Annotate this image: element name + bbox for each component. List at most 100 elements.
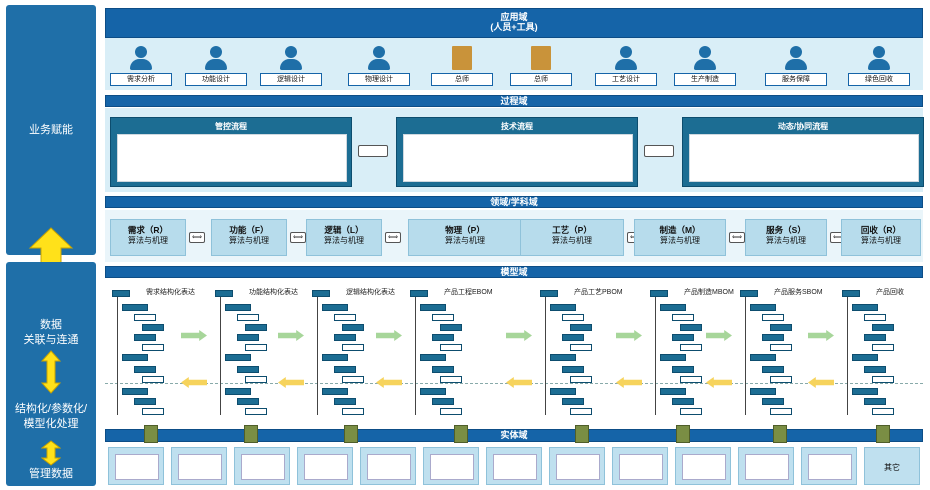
domain-sub: 算法与机理 <box>324 236 364 246</box>
tree-node <box>740 290 758 297</box>
domain-block-1: 功能（F）算法与机理 <box>211 219 287 256</box>
tree-node <box>570 376 592 383</box>
model-title: 产品制造MBOM <box>684 289 734 296</box>
domain-name: 逻辑（L） <box>324 225 364 235</box>
tree-node <box>322 354 348 361</box>
person-icon <box>210 46 222 58</box>
entity-item-8 <box>612 447 668 485</box>
tree-node <box>562 334 584 341</box>
tree-node <box>142 408 164 415</box>
tree-node <box>440 324 462 331</box>
tree-node <box>660 354 686 361</box>
tree-node <box>562 314 584 321</box>
tree-node <box>122 354 148 361</box>
tree-node <box>432 314 454 321</box>
tree-node <box>672 366 694 373</box>
entity-domain-header: 实体域 <box>105 429 923 442</box>
tree-node <box>864 398 886 405</box>
forward-arrow-icon <box>506 330 532 341</box>
domain-name: 功能（F） <box>229 225 269 235</box>
tree-node <box>842 290 860 297</box>
domain-sub: 算法与机理 <box>660 236 700 246</box>
domain-sub: 算法与机理 <box>445 236 485 246</box>
domain-block-6: 服务（S）算法与机理 <box>745 219 827 256</box>
tree-node <box>650 290 668 297</box>
tree-node <box>334 314 356 321</box>
backward-arrow-icon <box>506 377 532 388</box>
person-label: 生产制造 <box>674 73 736 86</box>
person-icon <box>790 46 802 58</box>
tree-node <box>342 324 364 331</box>
tree-line <box>655 297 656 415</box>
tree-node <box>540 290 558 297</box>
connector-icon <box>876 425 890 443</box>
person-body-icon <box>868 59 890 70</box>
tree-line <box>117 297 118 415</box>
person-5: 总师 <box>510 46 572 86</box>
domain-sub: 算法与机理 <box>552 236 592 246</box>
person-label: 功能设计 <box>185 73 247 86</box>
data-link-label: 数据 关联与连通 <box>23 319 79 346</box>
person-label: 逻辑设计 <box>260 73 322 86</box>
domain-block-2: 逻辑（L）算法与机理 <box>306 219 382 256</box>
tree-node <box>562 366 584 373</box>
entity-item-10 <box>738 447 794 485</box>
forward-arrow-icon <box>706 330 732 341</box>
process-diagram-image <box>689 134 919 182</box>
domain-name: 制造（M） <box>659 225 701 235</box>
domain-name: 工艺（P） <box>552 225 592 235</box>
entity-item-0 <box>108 447 164 485</box>
tree-node <box>672 398 694 405</box>
double-arrow-icon <box>358 145 388 157</box>
entity-item-2 <box>234 447 290 485</box>
dynamic-process-block: 动态/协同流程 <box>682 117 924 187</box>
forward-arrow-icon <box>376 330 402 341</box>
tree-node <box>570 324 592 331</box>
domain-sub: 算法与机理 <box>128 236 168 246</box>
entity-thumbnail <box>367 454 411 480</box>
entity-item-5 <box>423 447 479 485</box>
tree-node <box>245 344 267 351</box>
tree-node <box>245 408 267 415</box>
person-8: 服务保障 <box>765 46 827 86</box>
tree-node <box>762 366 784 373</box>
tree-node <box>750 304 776 311</box>
person-icon <box>699 46 711 58</box>
entity-item-3 <box>297 447 353 485</box>
domain-sub: 算法与机理 <box>766 236 806 246</box>
tree-node <box>852 354 878 361</box>
tree-node <box>750 354 776 361</box>
person-icon <box>620 46 632 58</box>
tree-node <box>334 366 356 373</box>
connector-icon <box>676 425 690 443</box>
tree-node <box>322 388 348 395</box>
bidirectional-arrow-icon: ⟺ <box>729 232 745 243</box>
person-icon <box>873 46 885 58</box>
tree-node <box>134 366 156 373</box>
process-title: 动态/协同流程 <box>777 122 829 131</box>
tree-node <box>420 388 446 395</box>
tree-node <box>872 408 894 415</box>
tree-node <box>770 408 792 415</box>
person-body-icon <box>785 59 807 70</box>
process-title: 管控流程 <box>215 122 247 131</box>
tree-line <box>317 297 318 415</box>
connector-icon <box>575 425 589 443</box>
domain-block-3: 物理（P）算法与机理 <box>408 219 522 256</box>
tree-line <box>545 297 546 415</box>
double-arrow-small-icon <box>41 350 61 394</box>
entity-item-12: 其它 <box>864 447 920 485</box>
tree-line <box>220 297 221 415</box>
domain-block-5: 制造（M）算法与机理 <box>634 219 726 256</box>
tree-node <box>237 314 259 321</box>
domain-sub: 算法与机理 <box>229 236 269 246</box>
tree-node <box>237 398 259 405</box>
tree-node <box>237 334 259 341</box>
tree-node <box>342 344 364 351</box>
tree-node <box>864 366 886 373</box>
tree-node <box>872 376 894 383</box>
entity-thumbnail <box>115 454 159 480</box>
discipline-domain-header: 领域/学科域 <box>105 196 923 208</box>
tree-node <box>215 290 233 297</box>
tree-line <box>415 297 416 415</box>
